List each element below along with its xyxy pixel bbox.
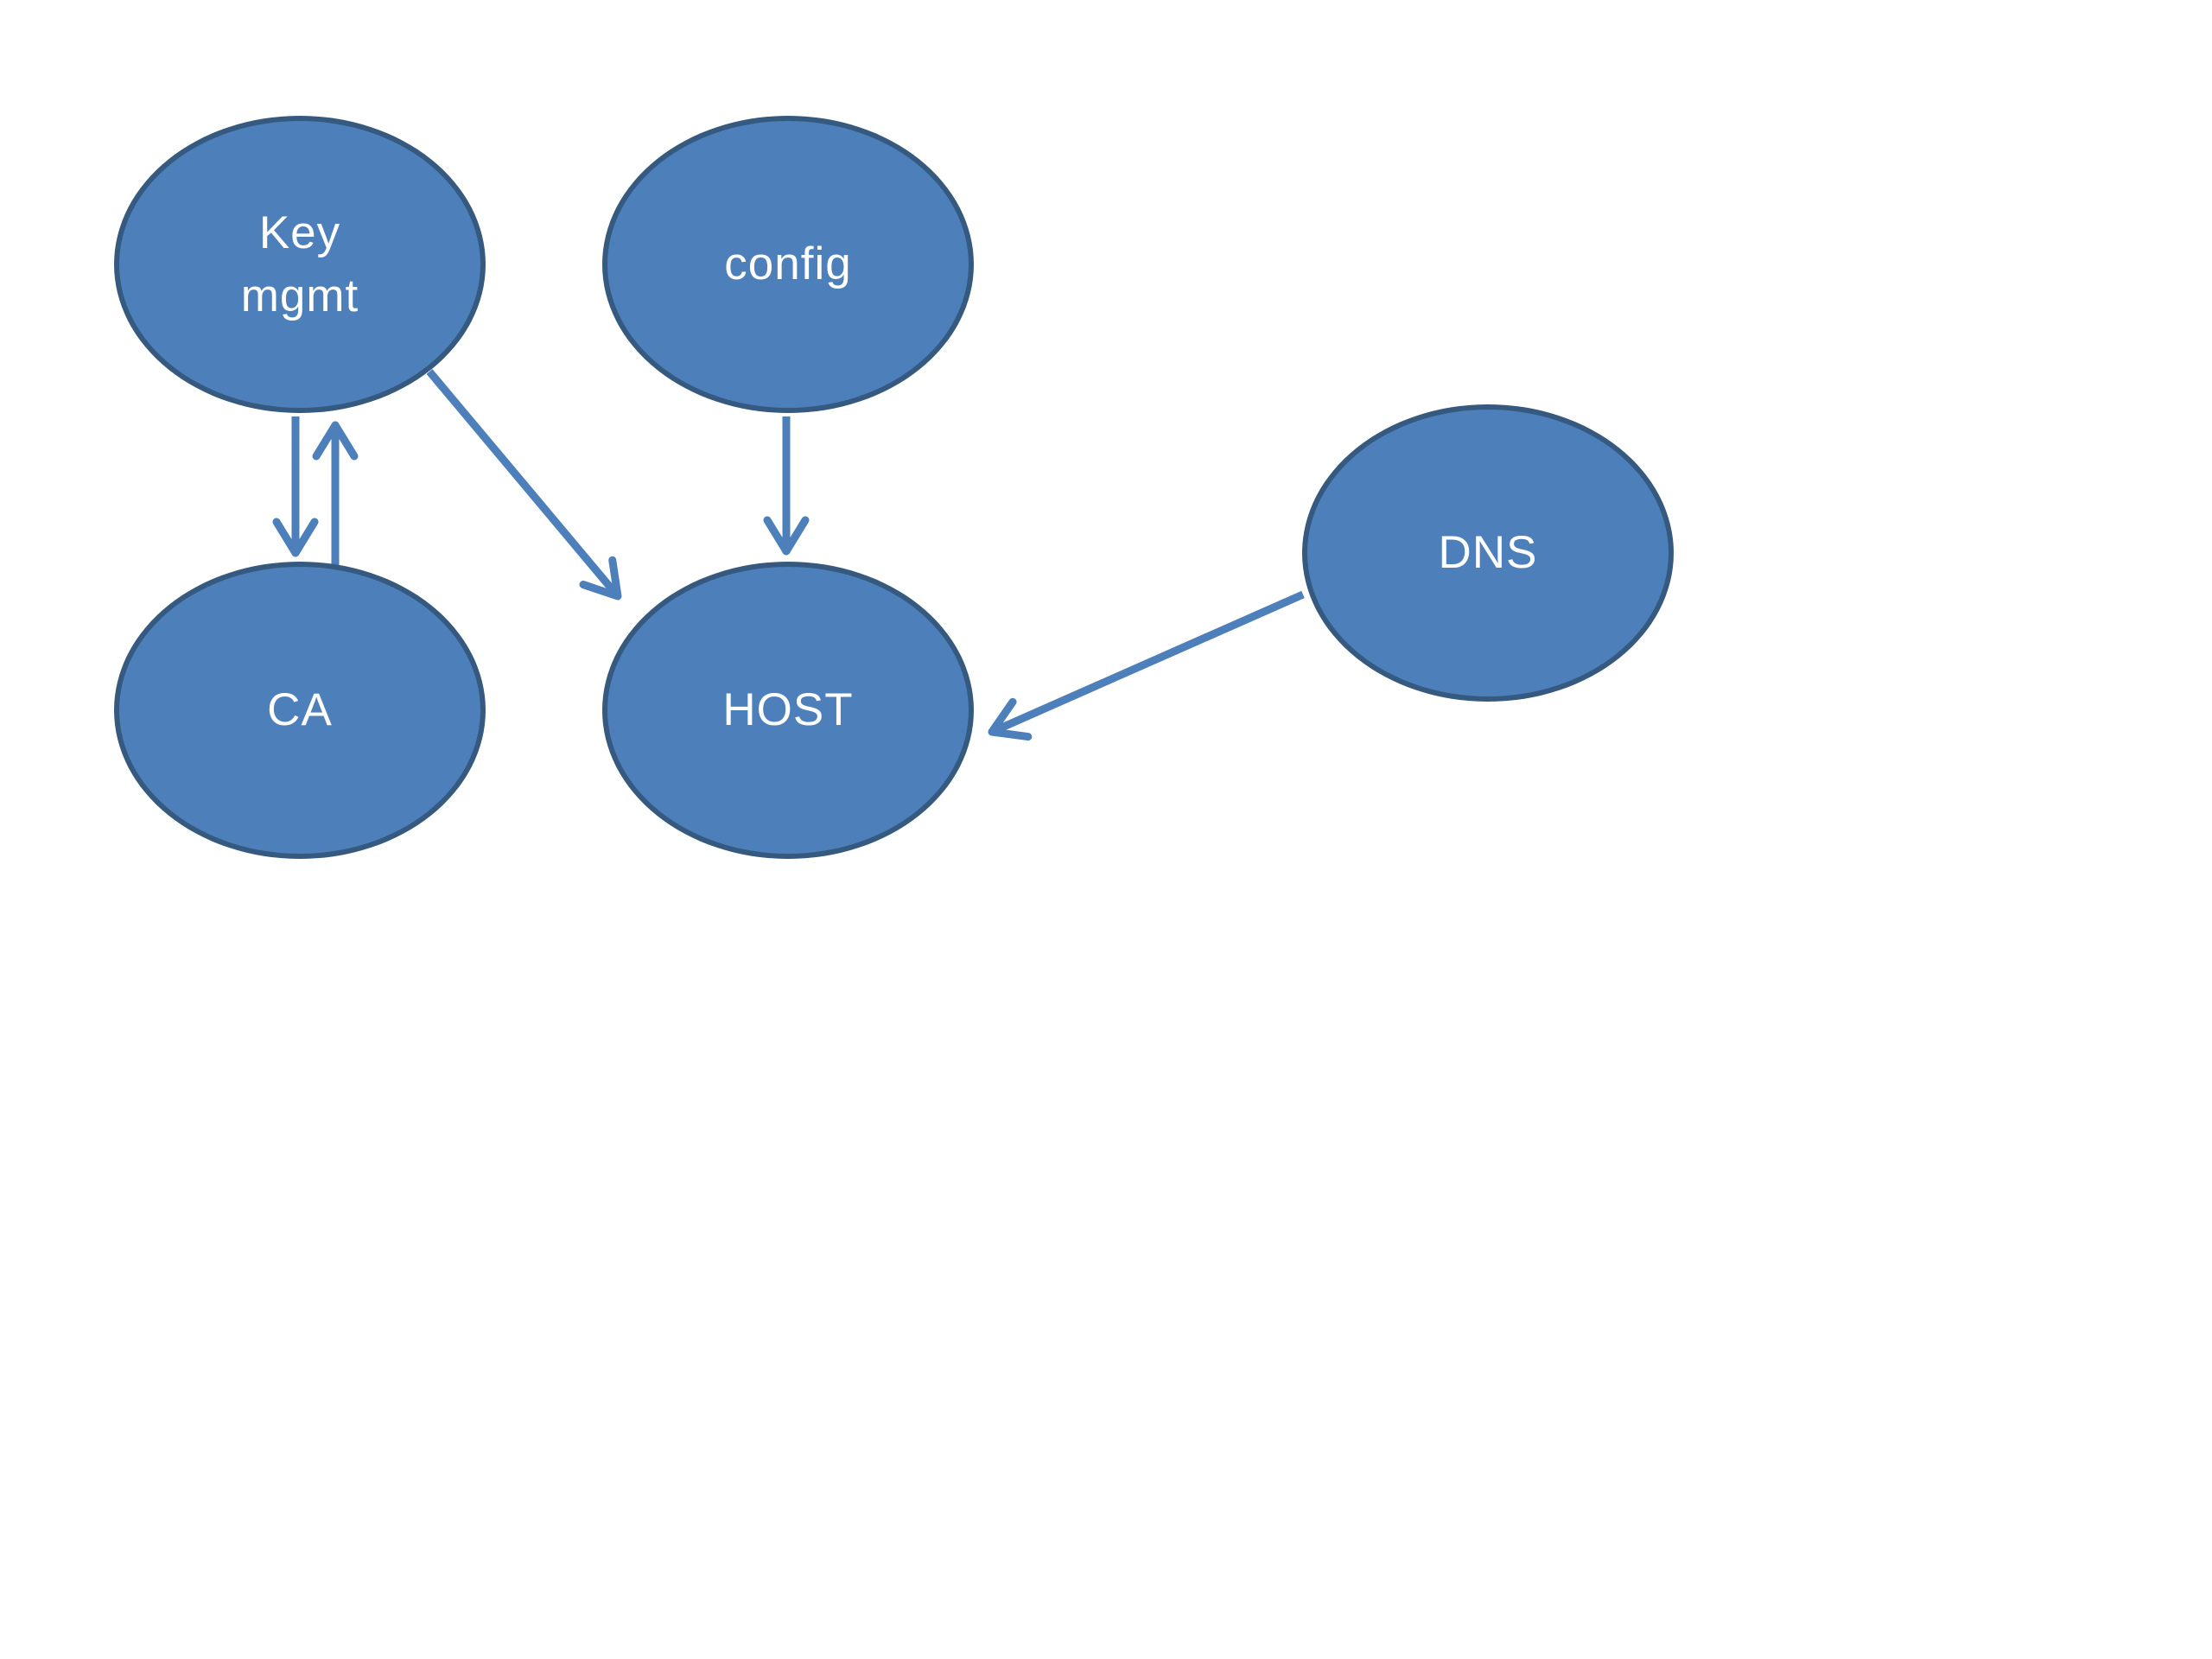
node-config-label: config — [724, 238, 852, 290]
node-key-mgmt-label: Key mgmt — [240, 207, 359, 321]
node-key-mgmt: Key mgmt — [114, 116, 486, 413]
node-host-label: HOST — [722, 684, 854, 736]
arrow-keymgmt-to-host — [426, 369, 622, 601]
arrow-dns-to-host — [988, 590, 1305, 741]
node-host: HOST — [602, 562, 974, 859]
node-dns: DNS — [1302, 404, 1674, 702]
node-ca: CA — [114, 562, 486, 859]
node-dns-label: DNS — [1438, 527, 1538, 579]
node-ca-label: CA — [267, 684, 333, 736]
node-config: config — [602, 116, 974, 413]
